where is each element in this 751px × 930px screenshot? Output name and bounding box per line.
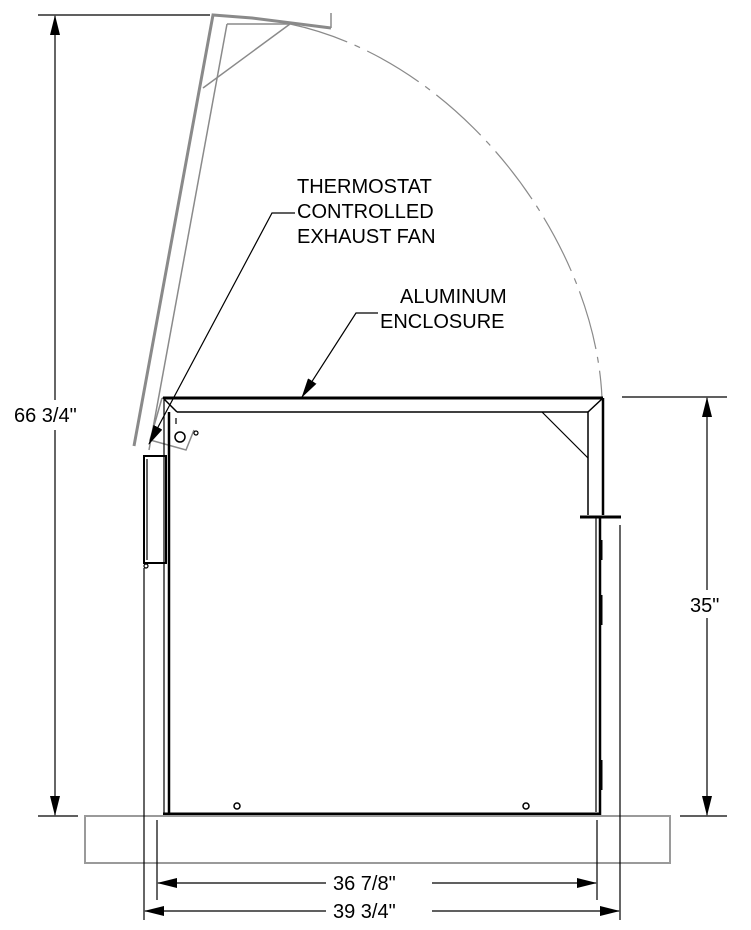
base-pad [84,815,671,864]
callout-fan-line-3: EXHAUST FAN [297,226,436,248]
dim-label-inner-width: 36 7/8" [333,873,396,895]
callout-enclosure-line-2: ENCLOSURE [380,311,504,333]
dim-label-cabinet-height: 35" [690,595,719,617]
callout-fan-line-2: CONTROLLED [297,201,434,223]
callout-exhaust-fan: THERMOSTAT CONTROLLED EXHAUST FAN [148,176,436,445]
dim-cabinet-height: 35" [622,396,727,817]
dim-outer-width: 39 3/4" [143,525,621,923]
cabinet-body [162,396,621,816]
callout-fan-line-1: THERMOSTAT [297,176,432,198]
dim-label-overall-height: 66 3/4" [14,405,77,427]
lid-swing-arc [289,23,603,399]
dim-overall-height: 66 3/4" [14,14,210,817]
exhaust-fan-housing [143,418,199,569]
dim-inner-width: 36 7/8" [156,820,598,900]
dim-label-outer-width: 39 3/4" [333,901,396,923]
callout-enclosure-line-1: ALUMINUM [400,286,507,308]
callout-aluminum-enclosure: ALUMINUM ENCLOSURE [301,286,507,398]
